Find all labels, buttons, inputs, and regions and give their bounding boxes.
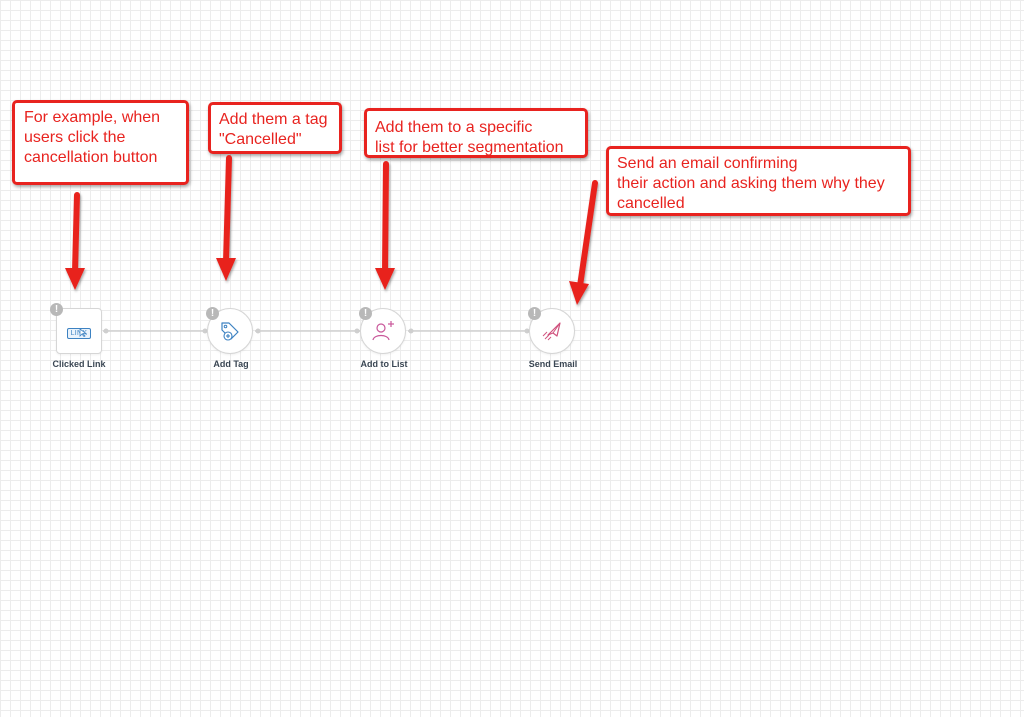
callout-add-to-list: Add them to a specific list for better s… <box>364 108 588 158</box>
callout-send-email: Send an email confirming their action an… <box>606 146 911 216</box>
connector-2 <box>255 328 360 334</box>
paper-plane-icon <box>542 322 561 341</box>
connector-1 <box>103 328 208 334</box>
clicked-link-node[interactable]: LINK <box>56 308 102 354</box>
arrow-2 <box>216 155 236 281</box>
warning-icon[interactable]: ! <box>206 307 219 320</box>
warning-icon[interactable]: ! <box>528 307 541 320</box>
arrow-1 <box>65 192 85 290</box>
send-email-label: Send Email <box>528 359 578 369</box>
link-cursor-icon: LINK <box>66 322 92 340</box>
connector-3 <box>408 328 530 334</box>
callout-add-tag: Add them a tag "Cancelled" <box>208 102 342 154</box>
user-add-icon <box>372 321 394 341</box>
arrow-4 <box>569 180 598 305</box>
add-to-list-label: Add to List <box>360 359 408 369</box>
warning-icon[interactable]: ! <box>50 303 63 316</box>
callout-clicked-link: For example, when users click the cancel… <box>12 100 189 185</box>
arrow-3 <box>375 161 395 290</box>
clicked-link-label: Clicked Link <box>52 359 106 369</box>
add-tag-label: Add Tag <box>213 359 249 369</box>
warning-icon[interactable]: ! <box>359 307 372 320</box>
tag-add-icon <box>221 322 239 341</box>
